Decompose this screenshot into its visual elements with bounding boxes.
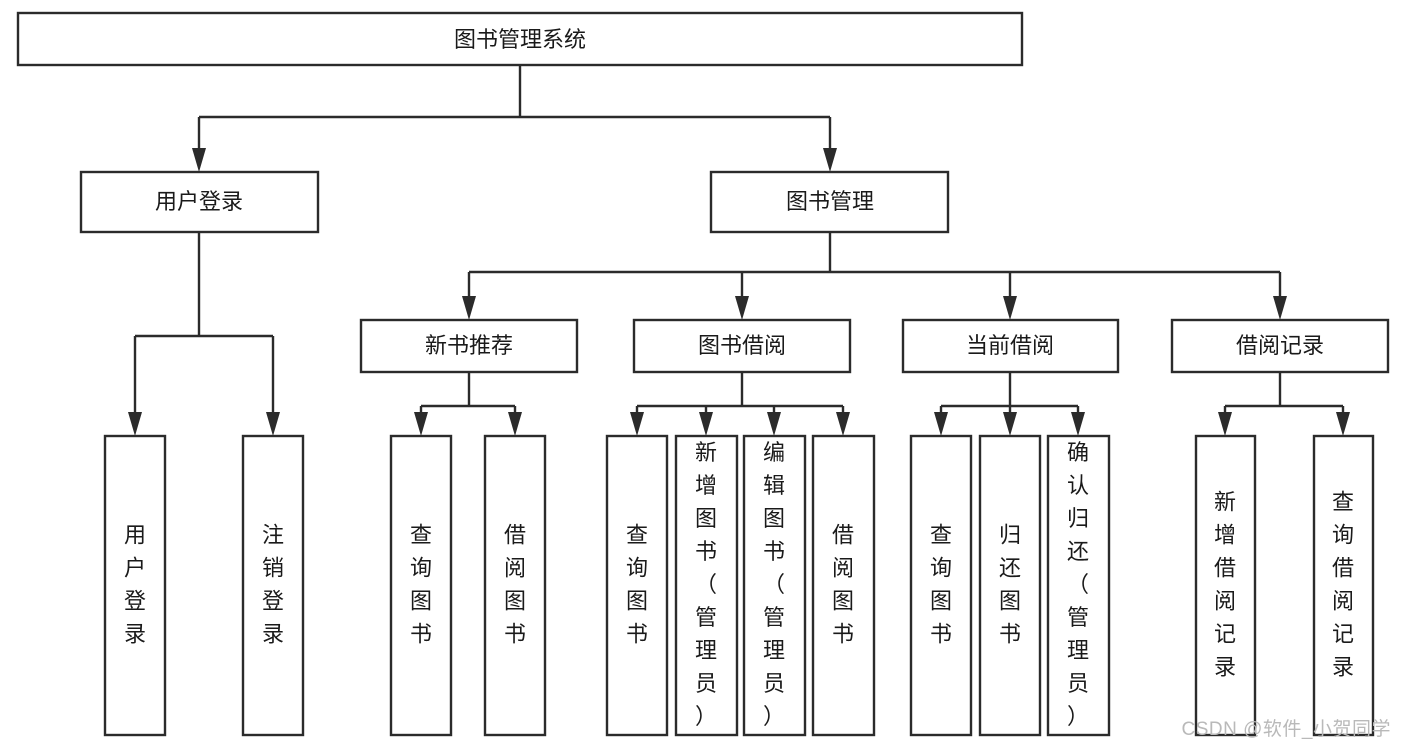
leaf-query-record-box[interactable] bbox=[1312, 434, 1375, 737]
node-leaf-query-record[interactable]: 查询借阅记录 bbox=[1312, 434, 1375, 737]
arrow-leaf-query-book-2 bbox=[630, 412, 644, 436]
arrow-to-book-borrow bbox=[735, 296, 749, 320]
node-leaf-query-book-3[interactable]: 查询图书 bbox=[909, 434, 973, 737]
arrow-to-new-book bbox=[462, 296, 476, 320]
arrow-to-user-login bbox=[192, 148, 206, 172]
arrow-leaf-edit-book bbox=[767, 412, 781, 436]
arrow-leaf-add-record bbox=[1218, 412, 1232, 436]
arrow-leaf-query-book-1 bbox=[414, 412, 428, 436]
arrow-leaf-borrow-book-2 bbox=[836, 412, 850, 436]
new-book-recommend-label: 新书推荐 bbox=[425, 333, 513, 358]
leaf-query-book-1-box[interactable] bbox=[389, 434, 453, 737]
leaf-add-record-label: 新增借阅记录 bbox=[1214, 489, 1236, 679]
node-leaf-confirm-return[interactable]: 确认归还（管理员） bbox=[1046, 434, 1111, 737]
arrow-leaf-confirm-return bbox=[1071, 412, 1085, 436]
new-book-recommend-box[interactable] bbox=[359, 318, 579, 374]
node-leaf-user-login[interactable]: 用户登录 bbox=[103, 434, 167, 737]
node-leaf-borrow-book-2[interactable]: 借阅图书 bbox=[811, 434, 876, 737]
leaf-query-book-3-label: 查询图书 bbox=[930, 522, 952, 646]
arrow-to-book-manage bbox=[823, 148, 837, 172]
arrow-leaf-borrow-book-1 bbox=[508, 412, 522, 436]
node-leaf-add-record[interactable]: 新增借阅记录 bbox=[1194, 434, 1257, 737]
leaf-return-book-label: 归还图书 bbox=[999, 522, 1021, 646]
book-manage-box[interactable] bbox=[709, 170, 950, 234]
borrow-record-box[interactable] bbox=[1170, 318, 1390, 374]
node-leaf-query-book-1[interactable]: 查询图书 bbox=[389, 434, 453, 737]
connector-layer bbox=[128, 65, 1350, 436]
arrow-leaf-return-book bbox=[1003, 412, 1017, 436]
current-borrow-box[interactable] bbox=[901, 318, 1120, 374]
leaf-borrow-book-1-box[interactable] bbox=[483, 434, 547, 737]
leaf-user-logout-box[interactable] bbox=[241, 434, 305, 737]
node-leaf-return-book[interactable]: 归还图书 bbox=[978, 434, 1042, 737]
leaf-user-login-box[interactable] bbox=[103, 434, 167, 737]
user-login-label: 用户登录 bbox=[155, 189, 243, 214]
leaf-confirm-return-box[interactable] bbox=[1046, 434, 1111, 737]
arrow-leaf-user-login bbox=[128, 412, 142, 436]
node-borrow-record[interactable]: 借阅记录 bbox=[1170, 318, 1390, 374]
leaf-edit-book-box[interactable] bbox=[742, 434, 807, 737]
leaf-borrow-book-1-label: 借阅图书 bbox=[504, 522, 526, 646]
arrow-leaf-add-book bbox=[699, 412, 713, 436]
node-leaf-user-logout[interactable]: 注销登录 bbox=[241, 434, 305, 737]
root-label: 图书管理系统 bbox=[454, 27, 586, 52]
arrow-leaf-query-record bbox=[1336, 412, 1350, 436]
leaf-borrow-book-2-box[interactable] bbox=[811, 434, 876, 737]
node-new-book-recommend[interactable]: 新书推荐 bbox=[359, 318, 579, 374]
book-borrow-box[interactable] bbox=[632, 318, 852, 374]
node-root[interactable]: 图书管理系统 bbox=[16, 11, 1024, 67]
node-leaf-query-book-2[interactable]: 查询图书 bbox=[605, 434, 669, 737]
user-login-box[interactable] bbox=[79, 170, 320, 234]
leaf-query-record-label: 查询借阅记录 bbox=[1332, 489, 1354, 679]
node-leaf-edit-book[interactable]: 编辑图书（管理员） bbox=[742, 434, 807, 737]
leaf-user-logout-label: 注销登录 bbox=[262, 522, 284, 646]
leaf-add-record-box[interactable] bbox=[1194, 434, 1257, 737]
arrow-to-borrow-record bbox=[1273, 296, 1287, 320]
leaf-add-book-label: 新增图书（管理员） bbox=[695, 440, 717, 729]
leaf-add-book-box[interactable] bbox=[674, 434, 739, 737]
book-borrow-label: 图书借阅 bbox=[698, 333, 786, 358]
leaf-edit-book-label: 编辑图书（管理员） bbox=[763, 440, 785, 729]
leaf-user-login-label: 用户登录 bbox=[124, 522, 146, 646]
node-current-borrow[interactable]: 当前借阅 bbox=[901, 318, 1120, 374]
leaf-query-book-3-box[interactable] bbox=[909, 434, 973, 737]
node-leaf-add-book[interactable]: 新增图书（管理员） bbox=[674, 434, 739, 737]
arrow-to-current-borrow bbox=[1003, 296, 1017, 320]
node-user-login[interactable]: 用户登录 bbox=[79, 170, 320, 234]
arrow-leaf-query-book-3 bbox=[934, 412, 948, 436]
leaf-borrow-book-2-label: 借阅图书 bbox=[832, 522, 854, 646]
root-box[interactable] bbox=[16, 11, 1024, 67]
leaf-return-book-box[interactable] bbox=[978, 434, 1042, 737]
leaf-query-book-2-label: 查询图书 bbox=[626, 522, 648, 646]
leaf-query-book-2-box[interactable] bbox=[605, 434, 669, 737]
leaf-query-book-1-label: 查询图书 bbox=[410, 522, 432, 646]
book-manage-label: 图书管理 bbox=[786, 189, 874, 214]
current-borrow-label: 当前借阅 bbox=[966, 333, 1054, 358]
node-book-borrow[interactable]: 图书借阅 bbox=[632, 318, 852, 374]
node-leaf-borrow-book-1[interactable]: 借阅图书 bbox=[483, 434, 547, 737]
leaf-confirm-return-label: 确认归还（管理员） bbox=[1067, 440, 1089, 729]
node-book-manage[interactable]: 图书管理 bbox=[709, 170, 950, 234]
arrow-leaf-user-logout bbox=[266, 412, 280, 436]
borrow-record-label: 借阅记录 bbox=[1236, 333, 1324, 358]
